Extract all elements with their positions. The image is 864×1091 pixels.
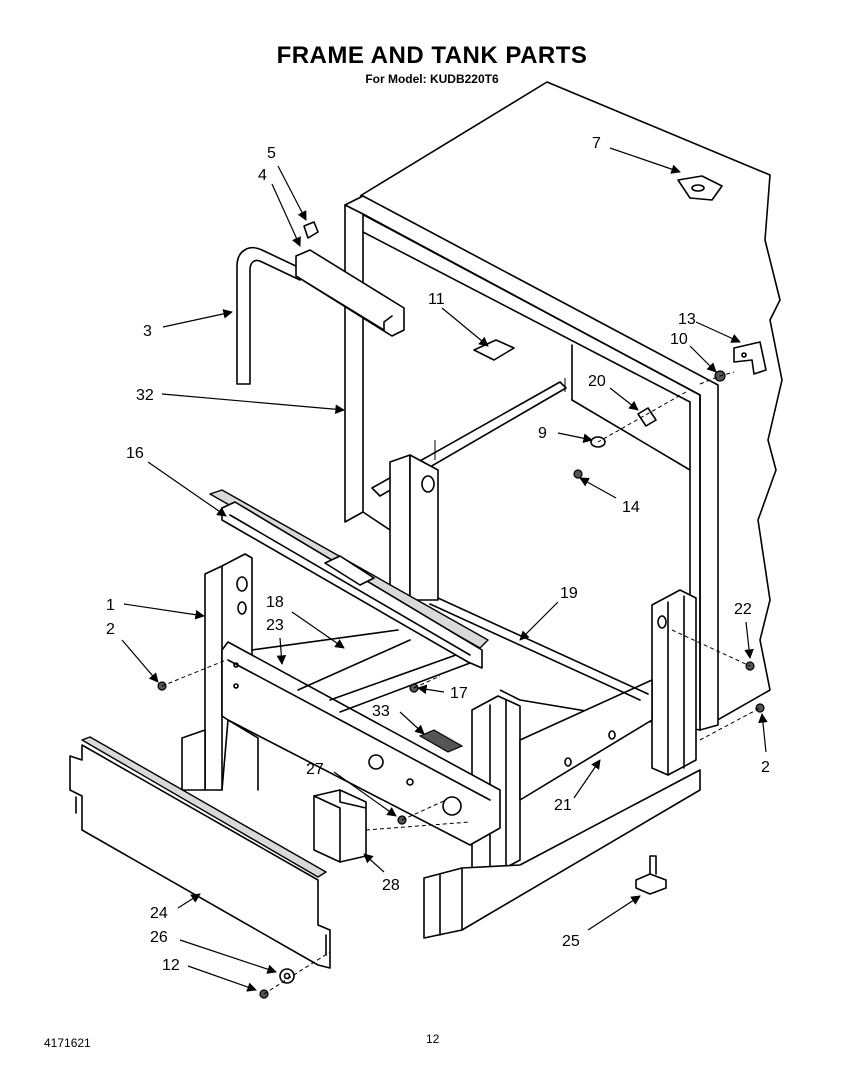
frame-upright-rear-left: [389, 454, 439, 606]
callout-17: 17: [450, 685, 468, 702]
right-side-rail: [519, 679, 653, 801]
leader-lines: [121, 147, 768, 992]
top-front-channel: [209, 489, 489, 669]
front-cross-rail: [221, 641, 501, 846]
callout-labels: 5 4 7 11 3 13 10 20 32 9 16 14 19 18 1 2…: [106, 135, 770, 974]
frame-upright-rear-right: [651, 589, 697, 776]
part-33-pad: [418, 729, 464, 753]
part-13-bracket: [733, 341, 767, 375]
model-subtitle: For Model: KUDB220T6: [365, 72, 499, 86]
callout-4: 4: [258, 167, 267, 184]
callout-2-left: 2: [106, 621, 115, 638]
part-7-clip: [677, 175, 723, 201]
callout-11: 11: [428, 291, 445, 308]
part-5-plug: [303, 221, 319, 239]
part-26-washer: [279, 968, 295, 984]
callout-9: 9: [538, 425, 547, 442]
part-20-spacer: [637, 407, 657, 427]
callout-32: 32: [136, 387, 154, 404]
part-14-screw: [573, 469, 583, 479]
callout-33: 33: [372, 703, 390, 720]
callout-2-right: 2: [761, 759, 770, 776]
callout-26: 26: [150, 929, 168, 946]
callout-25: 25: [562, 933, 580, 950]
callout-27: 27: [306, 761, 324, 778]
callout-7: 7: [592, 135, 601, 152]
part-2-screw-right: [755, 703, 765, 713]
callout-3: 3: [143, 323, 152, 340]
hinge-tube: [236, 246, 301, 385]
gasket-strip: [295, 249, 405, 337]
callout-24: 24: [150, 905, 168, 922]
part-25-leveling-leg: [635, 855, 667, 895]
callout-19: 19: [560, 585, 578, 602]
callout-23: 23: [266, 617, 284, 634]
callout-21: 21: [554, 797, 572, 814]
tank-body: [344, 81, 783, 731]
callout-12: 12: [162, 957, 180, 974]
document-number: 4171621: [44, 1036, 91, 1050]
rear-rails: [227, 597, 649, 791]
callout-16: 16: [126, 445, 144, 462]
callout-20: 20: [588, 373, 606, 390]
callout-18: 18: [266, 594, 284, 611]
part-28-box: [313, 789, 367, 863]
base-toe-panel: [423, 769, 701, 939]
callout-5: 5: [267, 145, 276, 162]
callout-10: 10: [670, 331, 688, 348]
page-title: FRAME AND TANK PARTS: [276, 42, 588, 69]
callout-28: 28: [382, 877, 400, 894]
callout-22: 22: [734, 601, 752, 618]
callout-14: 14: [622, 499, 640, 516]
callout-1: 1: [106, 597, 115, 614]
assembly-lines: [161, 371, 761, 995]
callout-13: 13: [678, 311, 696, 328]
page-number: 12: [426, 1032, 440, 1046]
